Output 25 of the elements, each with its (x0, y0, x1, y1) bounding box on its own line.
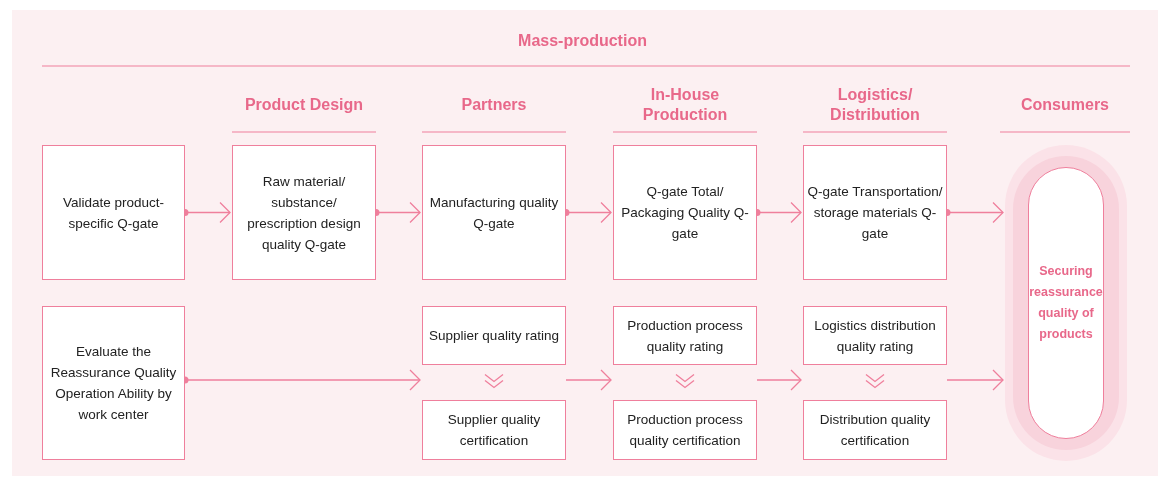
process-box: Validate product-specific Q-gate (42, 145, 185, 280)
arrow (756, 369, 802, 391)
process-box: Supplier quality certification (422, 400, 566, 460)
process-box: Logistics distribution quality rating (803, 306, 947, 365)
column-heading: Consumers (1020, 95, 1110, 115)
column-heading: Partners (460, 95, 528, 115)
process-box: Supplier quality rating (422, 306, 566, 365)
process-box: Distribution quality certification (803, 400, 947, 460)
arrow (946, 369, 1004, 391)
chevron-arrow (865, 373, 885, 389)
process-box: Manufacturing quality Q-gate (422, 145, 566, 280)
process-box: Production process quality rating (613, 306, 757, 365)
arrow (565, 369, 612, 391)
process-box: Q-gate Transportation/ storage materials Q-gate (803, 145, 947, 280)
column-heading: Product Design (243, 95, 365, 115)
node-label: Securing reassurance quality of products (1029, 263, 1103, 343)
process-box: Production process quality certification (613, 400, 757, 460)
chevron-arrow (675, 373, 695, 389)
process-box: Q-gate Total/ Packaging Quality Q-gate (613, 145, 757, 280)
chevron-arrow (484, 373, 504, 389)
column-heading: Logistics/ Distribution (829, 85, 921, 125)
column-heading: In-House Production (641, 85, 729, 125)
diagram-title: Mass-production (517, 32, 648, 50)
process-box: Evaluate the Reassurance Quality Operation Ability by work center (42, 306, 185, 460)
process-box: Raw material/ substance/ prescription design quality Q-gate (232, 145, 376, 280)
